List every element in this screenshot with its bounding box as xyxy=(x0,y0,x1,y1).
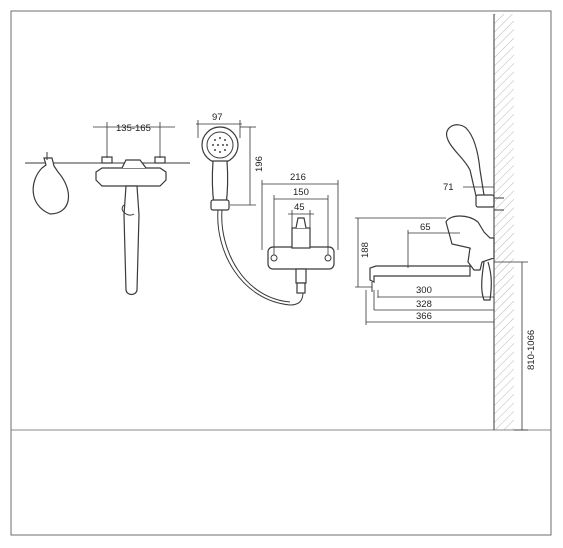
spout-height-label: 188 xyxy=(360,242,371,258)
body-width-inner-label: 45 xyxy=(294,202,305,213)
mixer-body-front xyxy=(267,246,335,270)
diverter-side xyxy=(467,247,483,271)
spout-side xyxy=(369,265,471,283)
holder-offset-label: 71 xyxy=(443,182,454,193)
handshower-view: 97 196 xyxy=(196,112,304,306)
side-view-mixer: 71 65 188 300 328 366 810-1066 xyxy=(355,14,537,431)
mount-spacing-label: 135-165 xyxy=(116,123,151,134)
diverter xyxy=(295,268,307,284)
holder-screws xyxy=(494,197,504,211)
top-view-mixer: 135-165 xyxy=(25,122,190,296)
spray-nozzles xyxy=(212,137,228,153)
drawing-frame xyxy=(10,10,552,536)
hose-connector xyxy=(296,282,306,294)
handshower-side xyxy=(446,124,485,197)
mixer-lever-top-view xyxy=(121,159,147,169)
spout-top-view xyxy=(123,185,140,296)
install-height-label: 810-1066 xyxy=(526,330,537,370)
handshower-top-view xyxy=(32,157,70,215)
hose-outlet-side xyxy=(481,261,492,301)
handshower-height-label: 196 xyxy=(254,156,265,172)
shower-hose-inner xyxy=(221,209,291,303)
body-width-outer-label: 216 xyxy=(290,172,306,183)
holder-side xyxy=(475,194,495,208)
front-view-body: 216 150 45 xyxy=(261,172,339,294)
lever-front xyxy=(295,217,307,229)
handshower-handle xyxy=(211,160,229,206)
mixer-body-top-view xyxy=(95,167,167,187)
wall-hatch xyxy=(494,14,514,430)
spout-reach-366-label: 366 xyxy=(416,311,432,322)
handshower-spray-face xyxy=(206,131,234,159)
handle-offset-label: 65 xyxy=(420,222,431,233)
cartridge-housing xyxy=(291,227,311,249)
spout-joint xyxy=(121,204,135,216)
body-width-mid-label: 150 xyxy=(293,187,309,198)
spout-reach-328-label: 328 xyxy=(416,299,432,310)
handshower-holder xyxy=(210,199,230,211)
head-width-label: 97 xyxy=(212,112,223,123)
spout-reach-300-label: 300 xyxy=(416,285,432,296)
shower-hose xyxy=(217,209,304,306)
